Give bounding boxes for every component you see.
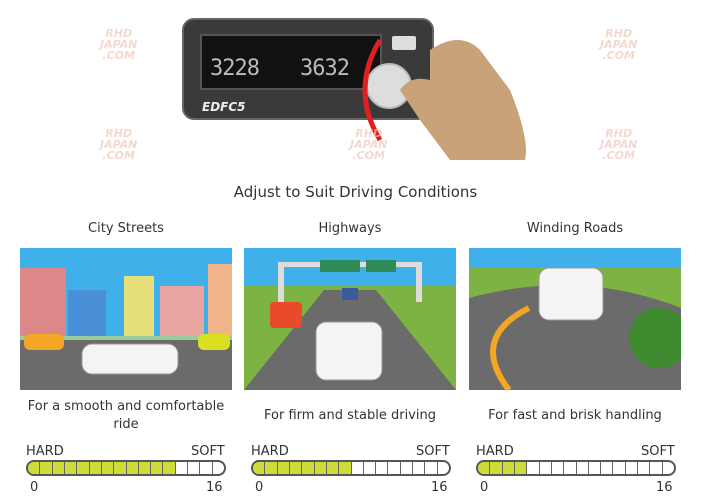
- level-segment: [64, 462, 78, 474]
- level-segment: [40, 462, 53, 474]
- level-segment: [126, 462, 139, 474]
- level-segment: [176, 462, 189, 474]
- controller-display: 3228 3632: [200, 34, 382, 90]
- level-segment: [339, 462, 352, 474]
- level-segment: [577, 462, 589, 474]
- city-streets-image: [20, 248, 232, 390]
- damping-level-bar: [26, 460, 226, 476]
- max-label: 16: [206, 480, 223, 495]
- page-heading: Adjust to Suit Driving Conditions: [233, 183, 478, 201]
- highways-title: Highways: [318, 221, 382, 236]
- level-segment: [277, 462, 290, 474]
- max-label: 16: [431, 480, 448, 495]
- min-label: 0: [30, 480, 39, 495]
- level-segment: [352, 462, 364, 474]
- level-segment: [314, 462, 327, 474]
- level-segment: [540, 462, 552, 474]
- level-segment: [188, 462, 201, 474]
- level-segment: [663, 462, 674, 474]
- winding-roads-description: For fast and brisk handling: [488, 408, 662, 423]
- max-label: 16: [656, 480, 673, 495]
- level-segment: [552, 462, 565, 474]
- level-segment: [589, 462, 602, 474]
- hand-icon: [400, 40, 526, 160]
- level-segment: [326, 462, 340, 474]
- damping-level-bar: [476, 460, 676, 476]
- hand-rotate-illustration: [362, 38, 526, 160]
- level-segment: [514, 462, 528, 474]
- hard-label: HARD: [251, 444, 289, 459]
- soft-label: SOFT: [416, 444, 450, 459]
- level-segment: [413, 462, 426, 474]
- city-streets-description: For a smooth and comfortable ride: [27, 399, 225, 432]
- hard-label: HARD: [26, 444, 64, 459]
- winding-roads-title: Winding Roads: [526, 221, 624, 236]
- winding-roads-image: [469, 248, 681, 390]
- controller-button: [392, 36, 416, 50]
- level-segment: [265, 462, 278, 474]
- level-segment: [114, 462, 127, 474]
- rotate-arrow-icon: [362, 38, 383, 142]
- edfc5-logo: EDFC5: [202, 100, 246, 114]
- level-segment: [28, 462, 41, 474]
- level-segment: [502, 462, 515, 474]
- level-segment: [638, 462, 651, 474]
- level-segment: [438, 462, 449, 474]
- level-segment: [200, 462, 213, 474]
- soft-label: SOFT: [191, 444, 225, 459]
- level-segment: [650, 462, 663, 474]
- level-segment: [376, 462, 389, 474]
- highways-description: For firm and stable driving: [264, 408, 436, 423]
- level-segment: [425, 462, 438, 474]
- level-segment: [564, 462, 577, 474]
- level-segment: [163, 462, 176, 474]
- level-segment: [388, 462, 401, 474]
- level-segment: [52, 462, 65, 474]
- level-segment: [89, 462, 102, 474]
- level-segment: [138, 462, 152, 474]
- level-segment: [364, 462, 377, 474]
- level-segment: [613, 462, 626, 474]
- level-segment: [101, 462, 115, 474]
- city-streets-title: City Streets: [88, 221, 164, 236]
- level-segment: [601, 462, 614, 474]
- level-segment: [253, 462, 266, 474]
- level-segment: [77, 462, 90, 474]
- level-segment: [401, 462, 414, 474]
- right-damping-readout: 3632: [300, 56, 350, 81]
- level-segment: [289, 462, 303, 474]
- level-segment: [527, 462, 540, 474]
- level-segment: [213, 462, 224, 474]
- level-segment: [302, 462, 315, 474]
- hard-label: HARD: [476, 444, 514, 459]
- left-damping-readout: 3228: [210, 56, 260, 81]
- level-segment: [490, 462, 503, 474]
- soft-label: SOFT: [641, 444, 675, 459]
- highways-image: [244, 248, 456, 390]
- level-segment: [151, 462, 164, 474]
- min-label: 0: [480, 480, 489, 495]
- min-label: 0: [255, 480, 264, 495]
- damping-level-bar: [251, 460, 451, 476]
- level-segment: [626, 462, 639, 474]
- level-segment: [478, 462, 491, 474]
